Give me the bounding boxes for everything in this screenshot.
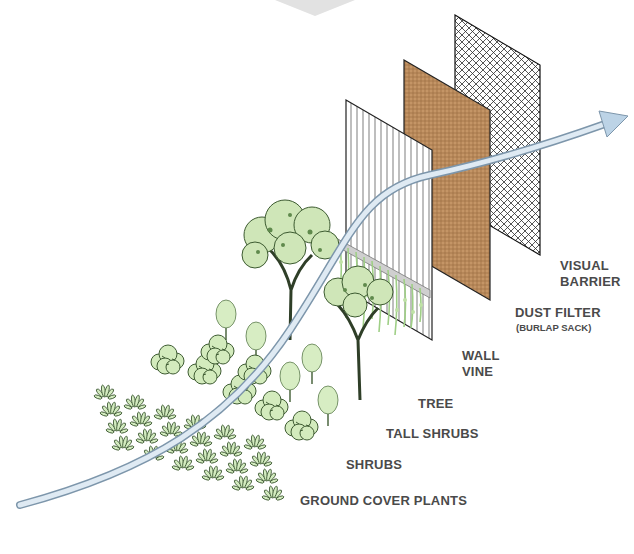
layer-label: WALL VINE [462, 348, 506, 380]
layer-label: GROUND COVER PLANTS [300, 493, 520, 509]
layer-label: (BURLAP SACK) [516, 322, 626, 333]
layer-label: TALL SHRUBS [386, 426, 516, 442]
layer-label: SHRUBS [346, 457, 446, 473]
layer-label: TREE [418, 396, 518, 412]
layer-label: DUST FILTER [515, 305, 625, 321]
layer-label: VISUAL BARRIER [560, 258, 630, 290]
